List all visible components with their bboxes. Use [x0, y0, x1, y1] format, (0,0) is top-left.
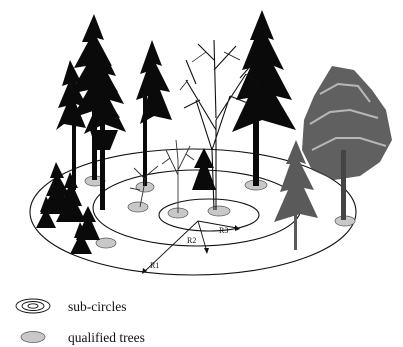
radius-line-r2 [198, 221, 207, 252]
legend: sub-circles qualified trees [16, 299, 145, 345]
bare-tree [162, 140, 194, 213]
radius-line-r3 [198, 221, 237, 228]
conifer-tree [136, 40, 172, 186]
tree-base [128, 202, 148, 212]
legend-qualified-trees-label: qualified trees [68, 330, 145, 345]
conifer-tree [232, 10, 296, 186]
legend-qualified-trees-icon [21, 332, 45, 343]
label-r3: R3 [219, 226, 228, 235]
arrowhead-r1 [142, 268, 147, 274]
tree-base [208, 206, 230, 216]
legend-sub-circles-label: sub-circles [68, 299, 126, 314]
snowy-cedar [302, 66, 392, 220]
label-r2: R2 [187, 236, 196, 245]
legend-sub-circles-icon [16, 299, 50, 313]
label-r1: R1 [150, 261, 159, 270]
arrowhead-r2 [204, 248, 209, 254]
small-conifer-cluster [36, 162, 100, 254]
